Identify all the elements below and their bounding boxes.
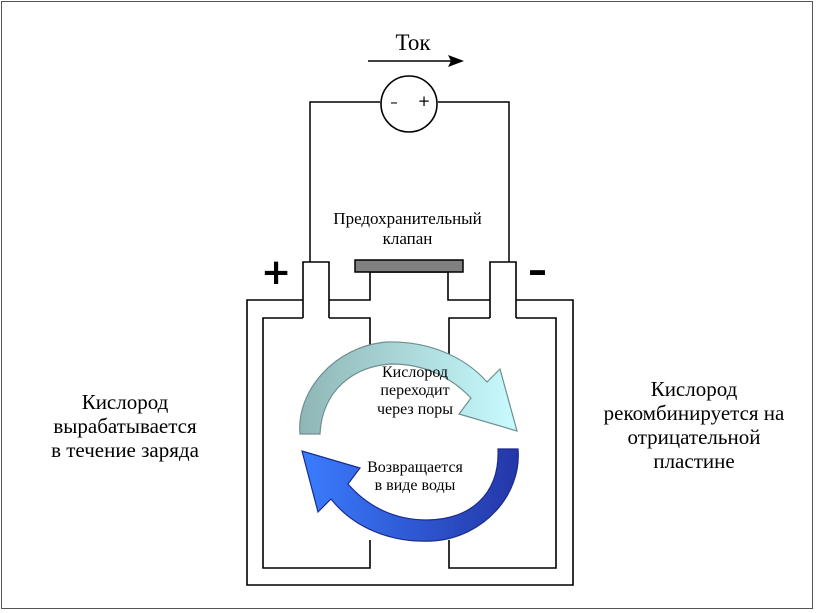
water-return-label: Возвращается в виде воды bbox=[367, 459, 463, 495]
external-circuit-wire bbox=[309, 101, 510, 262]
oxygen-transfer-arrow bbox=[299, 341, 518, 435]
negative-terminal bbox=[489, 261, 517, 318]
oxygen-transfer-label: Кислород переходит через поры bbox=[376, 364, 454, 418]
safety-valve bbox=[354, 259, 464, 273]
positive-terminal-sign: + bbox=[261, 252, 292, 293]
current-label: Ток bbox=[395, 30, 431, 55]
meter-plus-sign: + bbox=[417, 92, 431, 110]
current-arrow bbox=[368, 55, 464, 67]
safety-valve-label: Предохранительный клапан bbox=[333, 209, 482, 248]
water-return-arrow bbox=[301, 448, 519, 542]
positive-terminal bbox=[302, 261, 330, 318]
current-meter-icon bbox=[380, 75, 438, 133]
left-description: Кислород вырабатывается в течение заряда bbox=[51, 390, 199, 463]
negative-terminal-sign: – bbox=[528, 248, 547, 292]
right-description: Кислород рекомбинируется на отрицательно… bbox=[603, 377, 785, 474]
meter-minus-sign: – bbox=[390, 93, 398, 111]
battery-case bbox=[246, 271, 574, 586]
